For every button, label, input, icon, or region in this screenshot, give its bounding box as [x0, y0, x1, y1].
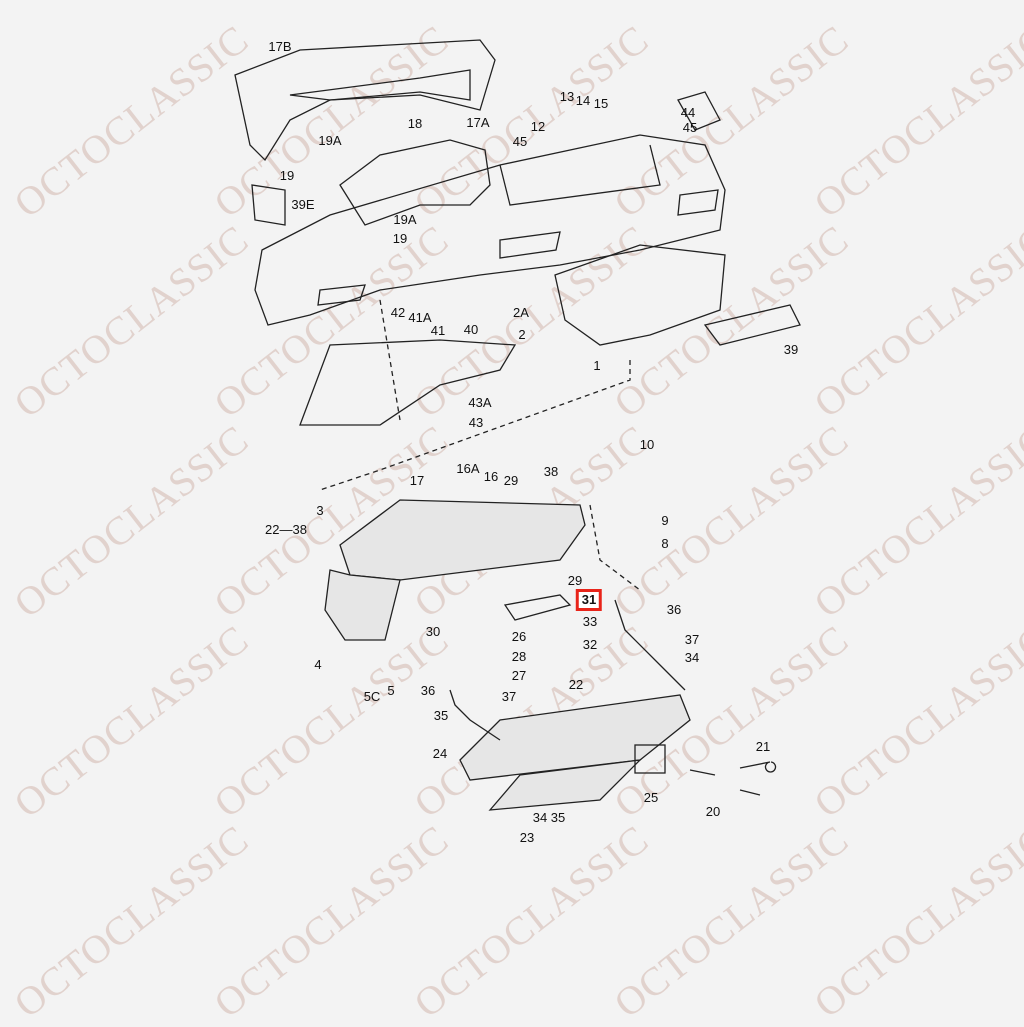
part-label: 38 — [543, 464, 559, 479]
glovebox-side — [324, 569, 401, 641]
lock-cylinder-20 — [689, 769, 761, 796]
vent-39e — [251, 184, 286, 226]
part-label: 10 — [639, 437, 655, 452]
part-label: 28 — [511, 649, 527, 664]
part-label: 18 — [407, 116, 423, 131]
shelf-40 — [299, 339, 517, 426]
part-label: 32 — [582, 637, 598, 652]
cover-inner — [289, 69, 471, 101]
part-label: 17A — [466, 115, 490, 130]
part-label: 44 — [680, 105, 696, 120]
part-label: 19 — [279, 168, 295, 183]
strap-34 — [614, 599, 686, 691]
part-label: 37 — [501, 689, 517, 704]
part-label: 16 — [483, 469, 499, 484]
part-label: 42 — [390, 305, 406, 320]
part-label: 8 — [661, 536, 669, 551]
part-label: 16A — [456, 461, 480, 476]
part-label: 36 — [420, 683, 436, 698]
part-label: 2A — [513, 305, 529, 320]
part-label: 43A — [468, 395, 492, 410]
part-label: 5 — [387, 683, 395, 698]
part-label: 17B — [268, 39, 292, 54]
part-label: 41A — [408, 310, 432, 325]
part-label: 1 — [593, 358, 601, 373]
part-label: 24 — [432, 746, 448, 761]
lid-outer-23 — [488, 759, 642, 811]
part-label: 43 — [468, 415, 484, 430]
part-label: 22 — [568, 677, 584, 692]
part-label: 35 — [433, 708, 449, 723]
part-label: 40 — [463, 322, 479, 337]
part-label: 29 — [503, 473, 519, 488]
key-21 — [739, 761, 777, 773]
part-label: 3 — [316, 503, 324, 518]
part-label: 30 — [425, 624, 441, 639]
center-console — [554, 244, 726, 346]
part-label: 34 — [684, 650, 700, 665]
part-label: 45 — [512, 134, 528, 149]
part-label: 39 — [783, 342, 799, 357]
part-label: 22—38 — [265, 522, 307, 537]
part-label: 41 — [430, 323, 446, 338]
part-label: 4 — [314, 657, 322, 672]
cluster-housing-18 — [339, 139, 491, 226]
grille-44 — [677, 91, 721, 131]
dashboard-1 — [254, 134, 726, 326]
vent-39 — [703, 304, 801, 346]
part-label: 19A — [393, 212, 417, 227]
part-label: 13 — [559, 89, 575, 104]
part-label: 26 — [511, 629, 527, 644]
part-label: 9 — [661, 513, 669, 528]
part-label: 33 — [582, 614, 598, 629]
part-label: 37 — [684, 632, 700, 647]
parts-illustration — [234, 39, 801, 811]
glovebox-3 — [339, 499, 586, 581]
lid-24 — [459, 694, 691, 781]
latch-31 — [503, 594, 572, 621]
part-label: 15 — [593, 96, 609, 111]
part-label: 25 — [643, 790, 659, 805]
part-label: 14 — [575, 93, 591, 108]
part-label: 21 — [755, 739, 771, 754]
part-label: 27 — [511, 668, 527, 683]
part-label: 19A — [318, 133, 342, 148]
part-label: 2 — [518, 327, 526, 342]
highlighted-part-label: 31 — [575, 589, 603, 611]
part-label: 39E — [291, 197, 315, 212]
part-label: 20 — [705, 804, 721, 819]
strap-35 — [449, 689, 501, 741]
part-label: 23 — [519, 830, 535, 845]
part-label: 45 — [682, 120, 698, 135]
part-label: 19 — [392, 231, 408, 246]
part-label: 5C — [363, 689, 381, 704]
part-label: 36 — [666, 602, 682, 617]
part-label: 12 — [530, 119, 546, 134]
lock-25 — [634, 744, 666, 774]
part-label: 34 35 — [532, 810, 566, 825]
part-label: 29 — [567, 573, 583, 588]
part-label: 17 — [409, 473, 425, 488]
instrument-cover-17b — [234, 39, 496, 162]
